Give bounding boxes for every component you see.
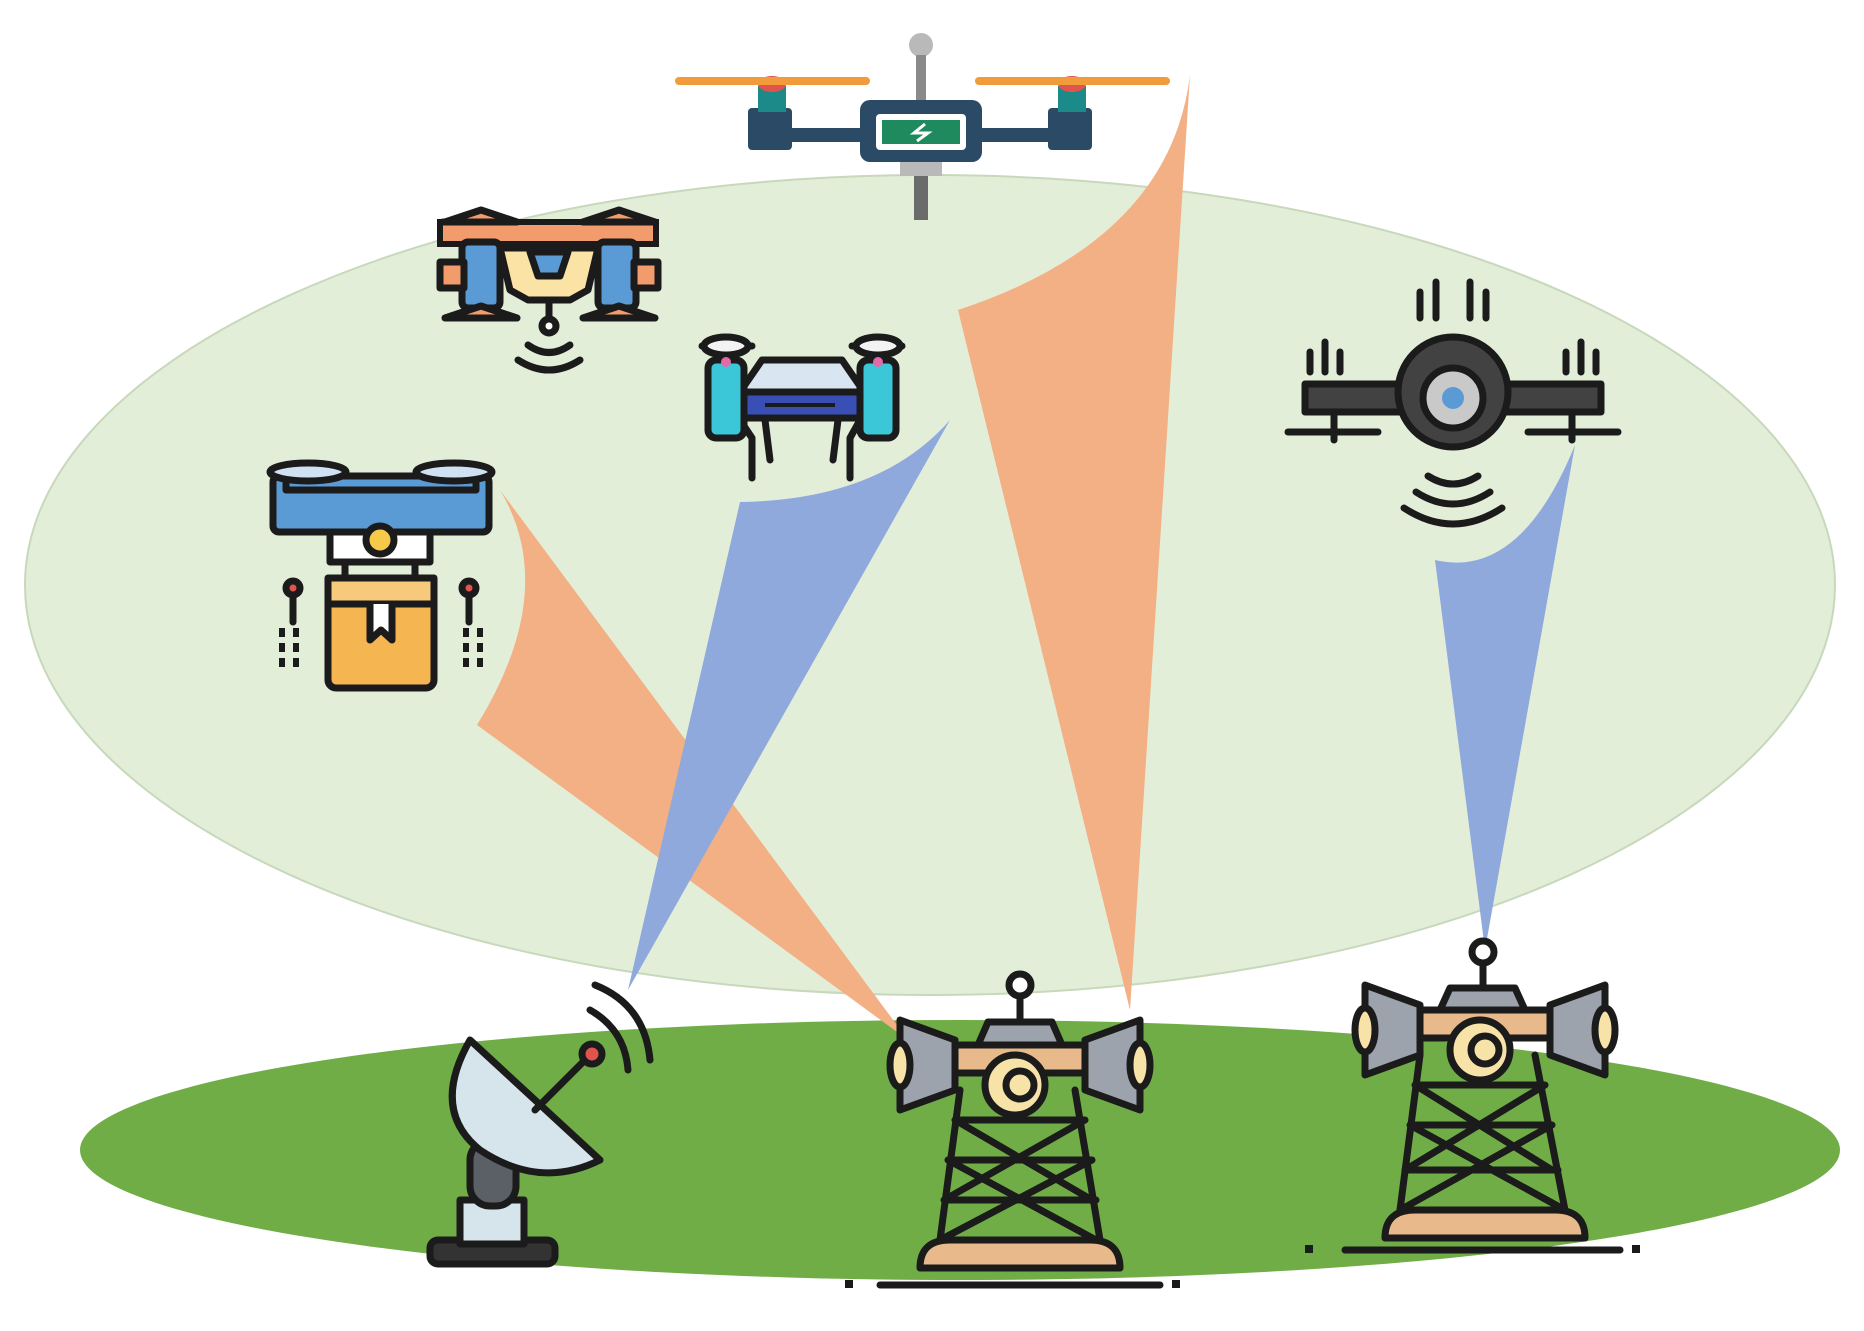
satellite-dish-icon — [426, 981, 654, 1268]
cell-tower-icon — [1305, 937, 1640, 1254]
quadcopter-drone-icon — [698, 333, 906, 482]
camera-drone-icon — [1284, 278, 1622, 528]
relay-drone-icon — [675, 33, 1170, 220]
link-beam-tower2-camera — [1435, 445, 1575, 950]
cell-tower-icon — [845, 970, 1180, 1289]
link-beam-dish-quad — [628, 420, 950, 990]
signal-drone-icon — [436, 206, 662, 374]
delivery-drone-icon — [266, 459, 496, 692]
link-beam-tower1-relay — [958, 75, 1190, 1010]
